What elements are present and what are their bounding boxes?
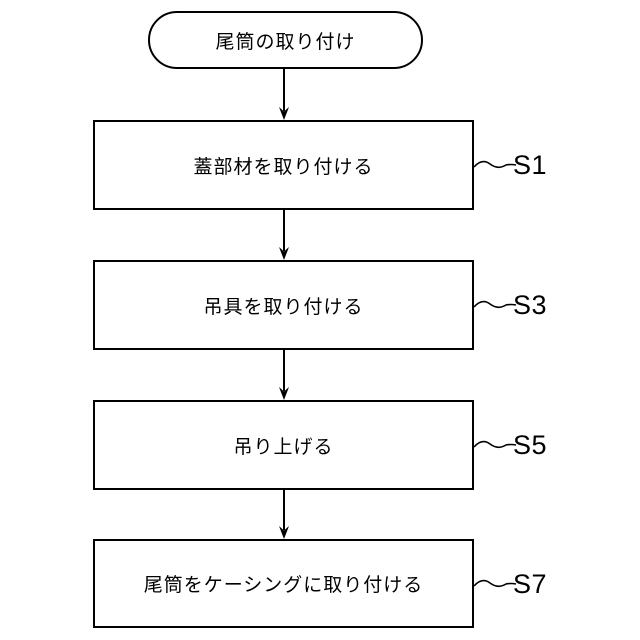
flow-arrow-s5-to-s7 — [279, 490, 289, 539]
step-reference-s5: S5 — [513, 430, 548, 460]
process-step-s1: 蓋部材を取り付ける — [93, 120, 474, 210]
reference-squiggle-s1 — [473, 160, 517, 169]
process-step-s5: 吊り上げる — [93, 400, 474, 490]
step-reference-s1: S1 — [513, 150, 548, 180]
step-reference-s7: S7 — [513, 569, 548, 599]
reference-squiggle-s5 — [473, 440, 517, 449]
reference-squiggle-s7 — [473, 579, 517, 588]
process-step-s3: 吊具を取り付ける — [93, 260, 474, 350]
reference-squiggle-s3 — [473, 300, 517, 309]
flow-arrow-s1-to-s3 — [279, 210, 289, 260]
process-step-s7-label: 尾筒をケーシングに取り付ける — [143, 575, 424, 596]
process-step-s1-label: 蓋部材を取り付ける — [193, 156, 374, 178]
flow-arrow-start-to-s1 — [279, 69, 289, 120]
start-terminal-node: 尾筒の取り付け — [148, 11, 423, 69]
step-reference-s3: S3 — [513, 290, 548, 320]
process-step-s3-label: 吊具を取り付ける — [203, 296, 364, 318]
process-step-s7: 尾筒をケーシングに取り付ける — [93, 539, 474, 628]
flow-arrow-s3-to-s5 — [279, 350, 289, 400]
start-terminal-label: 尾筒の取り付け — [215, 31, 356, 53]
process-step-s5-label: 吊り上げる — [233, 436, 334, 458]
